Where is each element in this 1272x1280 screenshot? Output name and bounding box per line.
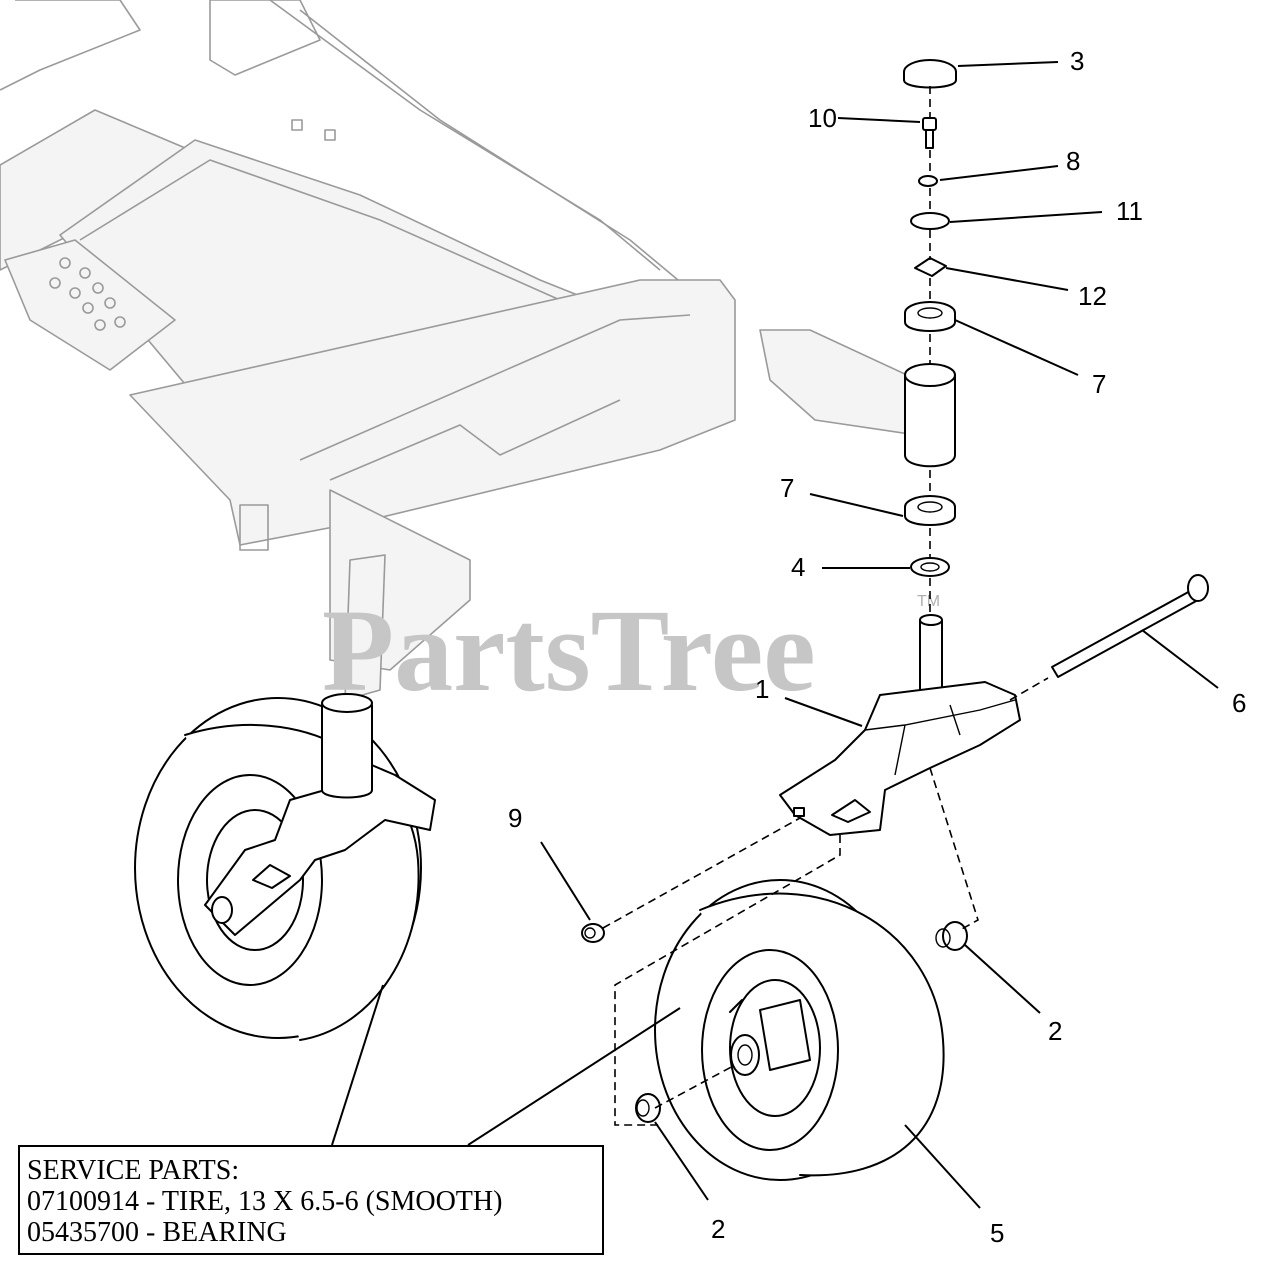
callout-5: 5 xyxy=(990,1218,1004,1248)
callout-4: 4 xyxy=(791,552,805,582)
leader-lines xyxy=(331,61,1219,1209)
callout-8: 8 xyxy=(1066,146,1080,176)
axis-line-axle xyxy=(1009,677,1049,701)
assembly-line-axle xyxy=(654,1064,736,1109)
part-11-flat-washer xyxy=(910,212,950,230)
foot-plate-holes xyxy=(49,257,126,331)
callout-1: 1 xyxy=(755,674,769,704)
callout-9: 10 xyxy=(808,103,837,133)
callout-11: 11 xyxy=(1116,196,1143,226)
part-10-nut xyxy=(581,923,605,943)
part-1-caster-fork xyxy=(779,614,1021,836)
watermark-tm: TM xyxy=(917,593,940,610)
watermark: PartsTree xyxy=(322,585,816,716)
assembly-line-wheel-right xyxy=(929,767,979,931)
callout-7-bottom: 7 xyxy=(780,473,794,503)
part-7-bearing-top xyxy=(904,301,956,332)
callout-2-right: 2 xyxy=(1048,1016,1062,1046)
part-6-axle-bolt xyxy=(1051,574,1209,678)
callout-10: 9 xyxy=(508,803,522,833)
callout-12: 12 xyxy=(1078,281,1107,311)
service-parts-box: SERVICE PARTS: 07100914 - TIRE, 13 X 6.5… xyxy=(18,1145,604,1255)
part-12-retaining-clip xyxy=(914,257,947,277)
assembly-line-wheel-left xyxy=(614,835,841,1126)
left-caster-wheel-assembly xyxy=(134,693,436,1041)
part-2-bushing-right xyxy=(935,921,968,951)
spindle-sleeve xyxy=(904,363,956,468)
part-5-wheel xyxy=(654,879,945,1181)
callout-3: 3 xyxy=(1070,46,1084,76)
callout-2-left: 2 xyxy=(711,1214,725,1244)
callouts: 3 10 8 11 12 7 7 4 1 6 9 2 2 5 xyxy=(508,46,1246,1248)
part-8-lock-washer xyxy=(918,175,938,187)
part-4-spacer xyxy=(910,557,950,577)
service-part-tire: 07100914 - TIRE, 13 X 6.5-6 (SMOOTH) xyxy=(27,1186,503,1217)
part-9-bolt xyxy=(922,117,937,149)
callout-6: 6 xyxy=(1232,688,1246,718)
mower-frame-ghost xyxy=(0,0,951,701)
part-3-dust-cap xyxy=(903,59,957,89)
part-7-bearing-bottom xyxy=(904,495,956,526)
service-part-bearing: 05435700 - BEARING xyxy=(27,1217,287,1248)
callout-7-top: 7 xyxy=(1092,369,1106,399)
service-parts-heading: SERVICE PARTS: xyxy=(27,1155,240,1186)
assembly-line-nut xyxy=(602,817,801,929)
part-2-bushing-left xyxy=(635,1093,661,1123)
